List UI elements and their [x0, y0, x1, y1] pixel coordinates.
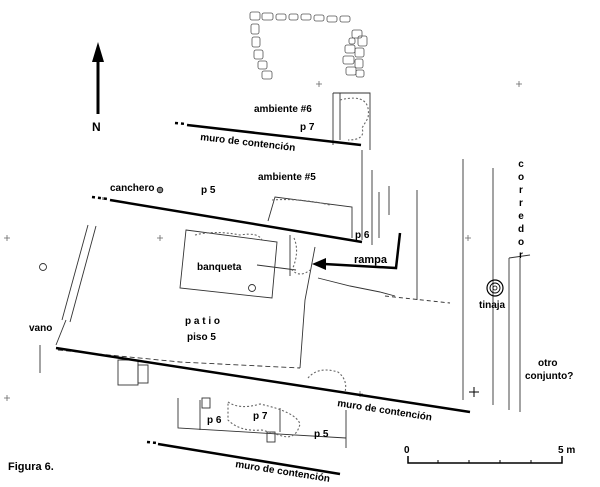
post-hole — [248, 284, 256, 292]
label-muro-mid: muro de contención — [337, 398, 433, 423]
label-tinaja: tinaja — [479, 300, 506, 311]
label-piso5: piso 5 — [187, 332, 216, 343]
label-p7-lower: p 7 — [253, 411, 268, 422]
label-conjunto: conjunto? — [525, 371, 573, 382]
label-muro-bottom: muro de contención — [235, 459, 331, 485]
figure-caption: Figura 6. — [8, 461, 54, 473]
stone-wall-ambiente6 — [249, 11, 368, 80]
label-banqueta: banqueta — [197, 262, 242, 273]
label-vano: vano — [29, 323, 52, 334]
corredor-letter: e — [518, 211, 524, 222]
corredor-letter: d — [518, 224, 524, 235]
corredor-letter: r — [519, 250, 523, 261]
tinaja-vessel — [486, 279, 504, 297]
retaining-wall-ends — [91, 121, 187, 445]
corredor-letter: c — [518, 159, 524, 170]
label-p5-upper: p 5 — [201, 185, 216, 196]
post-hole — [39, 263, 47, 271]
label-p7-upper: p 7 — [300, 122, 315, 133]
label-rampa: rampa — [354, 254, 388, 266]
label-p5-lower: p 5 — [314, 429, 329, 440]
scale-bar — [407, 456, 563, 464]
label-p6-lower: p 6 — [207, 415, 222, 426]
label-patio: p a t i o — [185, 316, 220, 327]
label-ambiente6: ambiente #6 — [254, 104, 312, 115]
corredor-letter: r — [519, 198, 523, 209]
label-otro: otro — [538, 358, 557, 369]
north-label: N — [92, 120, 101, 134]
label-ambiente5: ambiente #5 — [258, 172, 316, 183]
north-arrow — [92, 42, 104, 114]
scale-start: 0 — [404, 445, 410, 456]
scale-end: 5 m — [558, 445, 575, 456]
dashed-features — [194, 97, 369, 438]
label-corredor: c o r r e d o r — [518, 159, 524, 261]
corredor-letter: o — [518, 237, 524, 248]
label-canchero: canchero — [110, 183, 154, 194]
corredor-letter: r — [519, 185, 523, 196]
corredor-letter: o — [518, 172, 524, 183]
rampa-arrow — [312, 232, 402, 270]
canchero-marker — [156, 186, 164, 194]
label-p6-upper: p 6 — [355, 230, 370, 241]
retaining-walls — [55, 123, 471, 476]
